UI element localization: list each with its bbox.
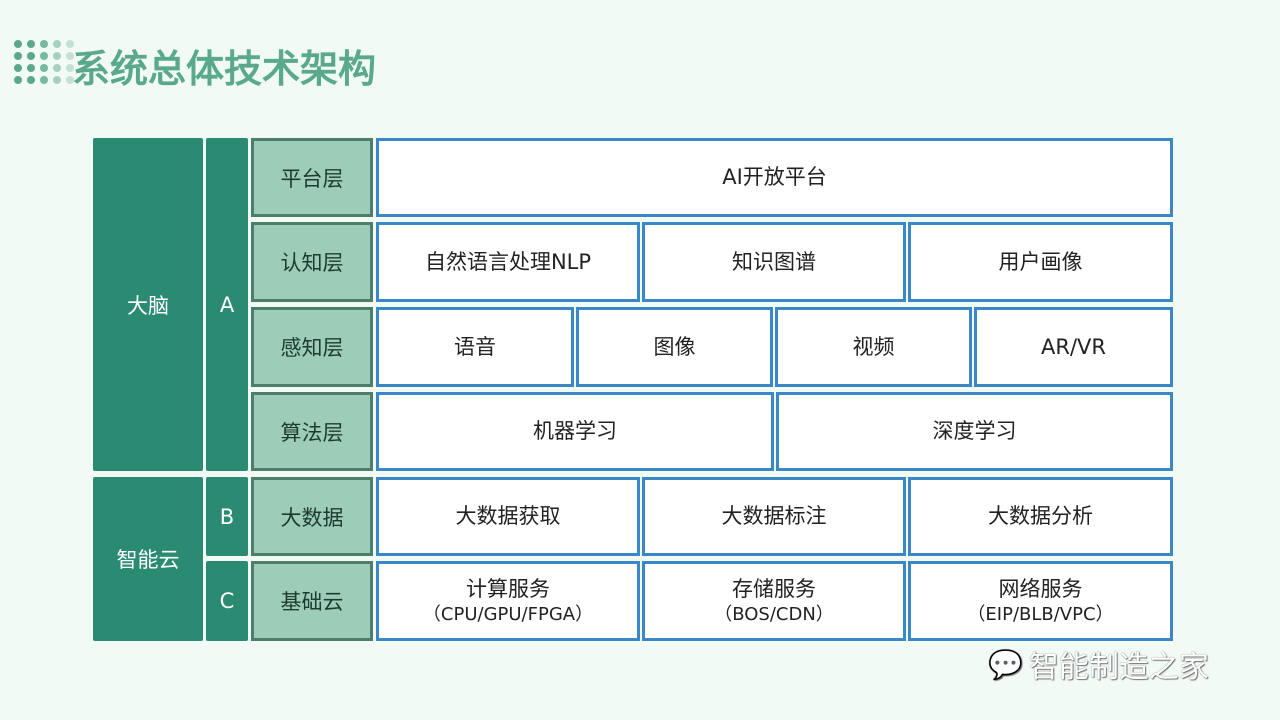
- watermark: 💬 智能制造之家: [988, 642, 1209, 686]
- cell-video: 视频: [775, 307, 972, 387]
- service-detail: （BOS/CDN）: [714, 604, 834, 626]
- cell-machine-learning: 机器学习: [376, 392, 774, 471]
- layer-algorithm: 算法层: [251, 392, 373, 471]
- group-a: A: [206, 138, 248, 471]
- service-detail: （EIP/BLB/VPC）: [967, 604, 1114, 626]
- cell-bigdata-label: 大数据标注: [642, 477, 906, 556]
- cell-user-profile: 用户画像: [908, 222, 1173, 302]
- wechat-icon: 💬: [988, 647, 1023, 681]
- layer-bigdata: 大数据: [251, 477, 373, 556]
- page-title: 系统总体技术架构: [72, 47, 377, 91]
- cell-compute-service: 计算服务 （CPU/GPU/FPGA）: [376, 561, 640, 641]
- cell-network-service: 网络服务 （EIP/BLB/VPC）: [908, 561, 1173, 641]
- service-name: 存储服务: [732, 576, 816, 601]
- cell-image: 图像: [576, 307, 773, 387]
- cell-nlp: 自然语言处理NLP: [376, 222, 640, 302]
- cell-bigdata-analysis: 大数据分析: [908, 477, 1173, 556]
- cell-ai-platform: AI开放平台: [376, 138, 1173, 217]
- cell-speech: 语音: [376, 307, 574, 387]
- layer-cloud: 基础云: [251, 561, 373, 641]
- cell-storage-service: 存储服务 （BOS/CDN）: [642, 561, 906, 641]
- service-name: 网络服务: [998, 576, 1083, 601]
- decorative-dots-icon: [14, 40, 75, 84]
- cell-bigdata-acquire: 大数据获取: [376, 477, 640, 556]
- group-c: C: [206, 561, 248, 641]
- service-name: 计算服务: [466, 576, 550, 601]
- group-b: B: [206, 477, 248, 556]
- group-cloud: 智能云: [93, 477, 203, 641]
- service-detail: （CPU/GPU/FPGA）: [422, 604, 594, 626]
- cell-deep-learning: 深度学习: [776, 392, 1173, 471]
- group-brain: 大脑: [93, 138, 203, 471]
- layer-cognition: 认知层: [251, 222, 373, 302]
- cell-ar-vr: AR/VR: [974, 307, 1173, 387]
- layer-platform: 平台层: [251, 138, 373, 217]
- watermark-text: 智能制造之家: [1028, 650, 1209, 685]
- cell-knowledge-graph: 知识图谱: [642, 222, 906, 302]
- layer-perception: 感知层: [251, 307, 373, 387]
